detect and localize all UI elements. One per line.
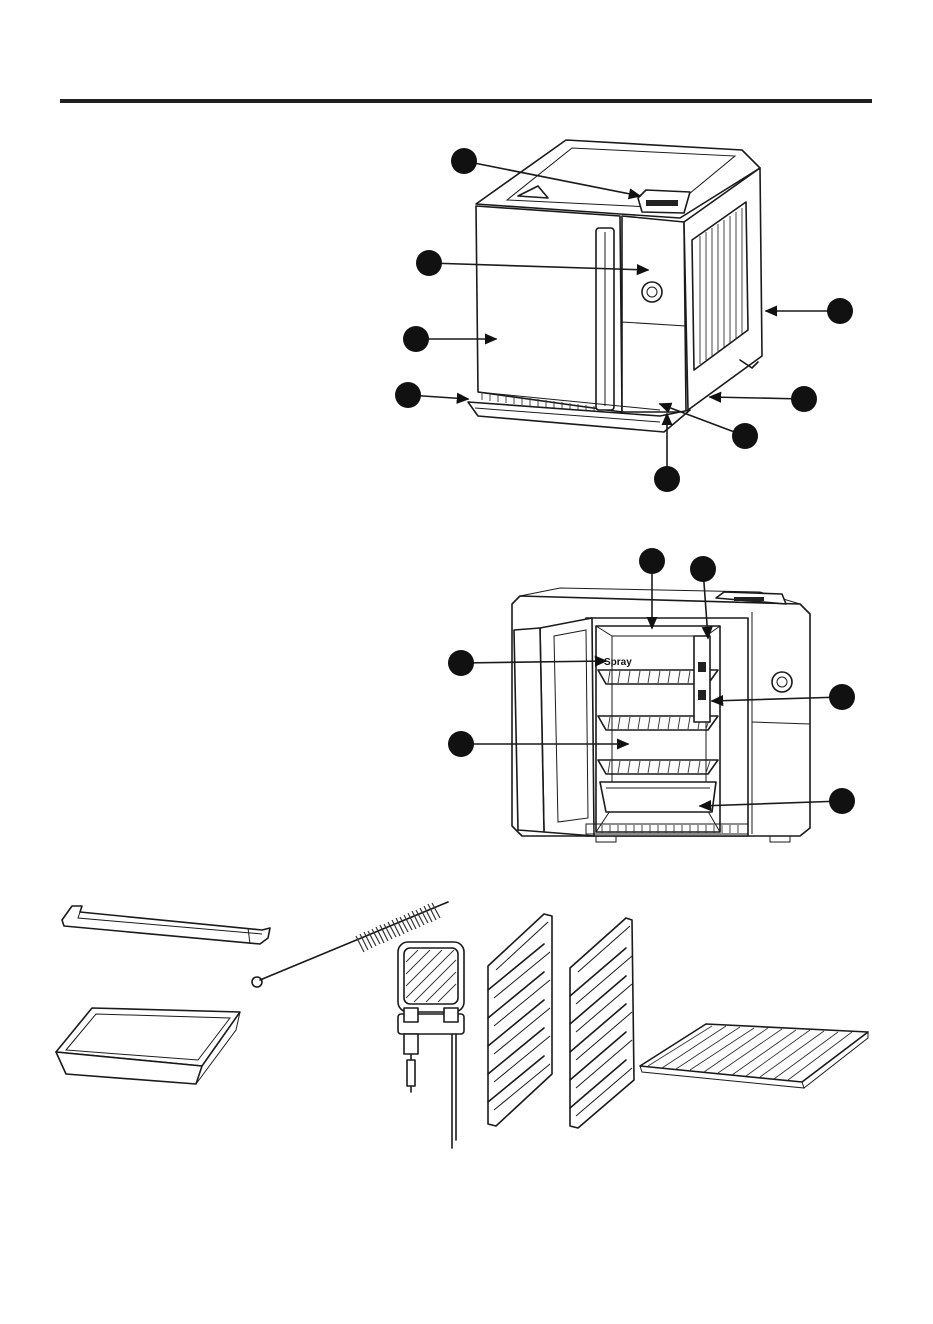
callout-dot xyxy=(639,548,665,574)
callout-dot xyxy=(690,556,716,582)
baking-pan-accessory xyxy=(56,1008,240,1084)
callout-dot xyxy=(654,466,680,492)
baking-pan-installed xyxy=(600,782,716,812)
steam-outlet xyxy=(694,636,710,722)
left-rack-rail-accessory xyxy=(488,914,552,1126)
callout-dot xyxy=(451,148,477,174)
interior-label: Spray xyxy=(604,657,632,668)
oven-front-illustration xyxy=(468,140,762,432)
control-panel xyxy=(622,216,686,412)
food-probe-accessory xyxy=(398,942,464,1148)
right-rack-rail-accessory xyxy=(570,918,634,1128)
wire-rack-accessory xyxy=(640,1024,868,1088)
callout-dot xyxy=(732,423,758,449)
callout-dot xyxy=(829,788,855,814)
callout-dot xyxy=(395,382,421,408)
callout-dot xyxy=(403,326,429,352)
callout-dot xyxy=(829,684,855,710)
header-rule xyxy=(60,99,872,103)
callout-dot xyxy=(448,650,474,676)
drip-tray-accessory xyxy=(62,906,270,944)
callout-dot xyxy=(791,386,817,412)
callout-dot xyxy=(448,731,474,757)
callout-dot xyxy=(416,250,442,276)
brush-loop-icon xyxy=(252,977,262,987)
control-knob-icon xyxy=(772,672,792,692)
control-knob-icon xyxy=(642,282,662,302)
callout-dot xyxy=(827,298,853,324)
